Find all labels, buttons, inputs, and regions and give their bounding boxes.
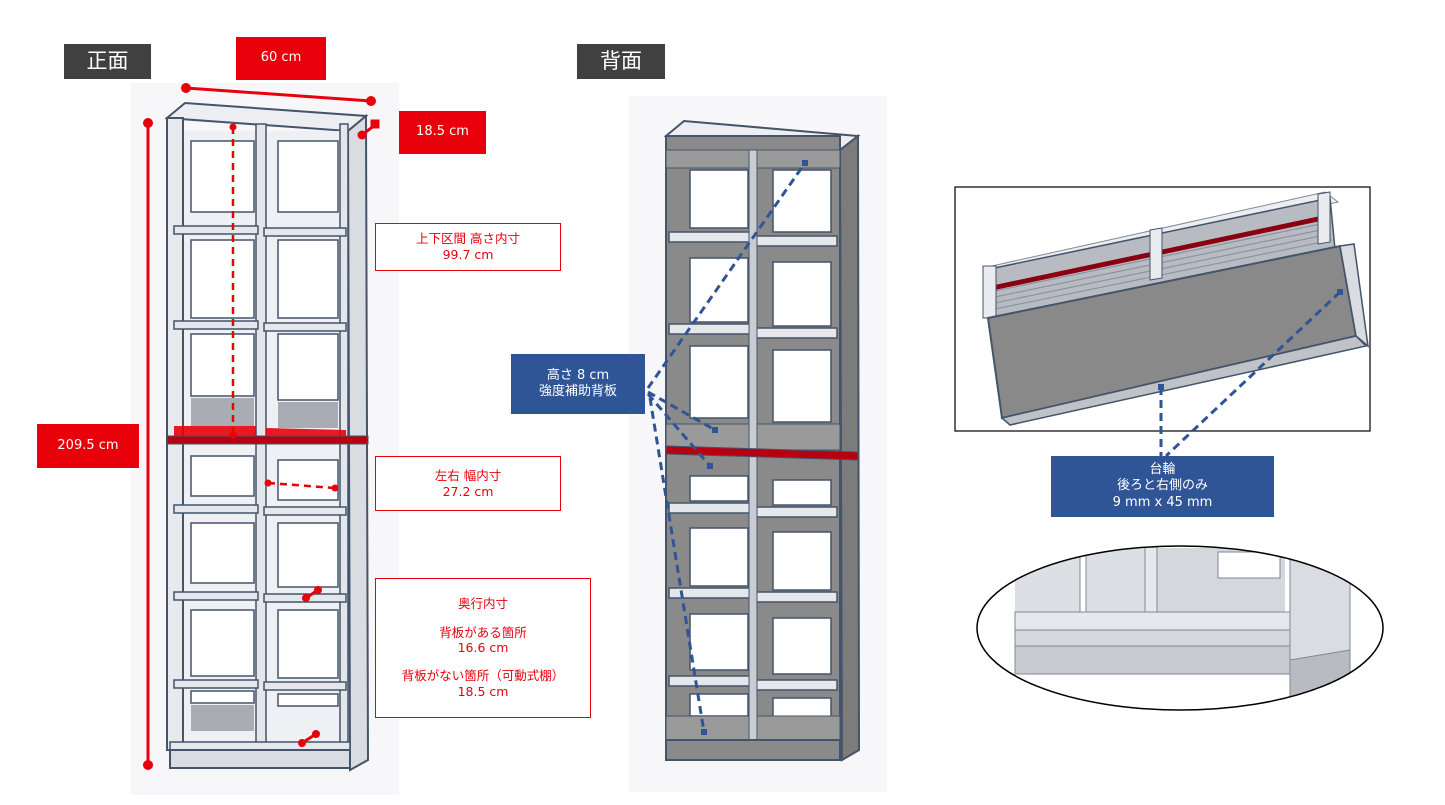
depth-label: 18.5 cm bbox=[399, 111, 486, 154]
inner-depth-title: 奥行内寸 bbox=[457, 596, 508, 612]
inner-height-title: 上下区間 高さ内寸 bbox=[416, 231, 520, 247]
height-label: 209.5 cm bbox=[37, 424, 139, 468]
with-backboard-value: 16.6 cm bbox=[457, 640, 509, 656]
width-label: 60 cm bbox=[236, 37, 326, 80]
inner-width-note: 左右 幅内寸 27.2 cm bbox=[375, 456, 561, 511]
front-title: 正面 bbox=[64, 44, 151, 79]
base-callout: 台輪 後ろと右側のみ 9 mm x 45 mm bbox=[1051, 456, 1274, 517]
back-title: 背面 bbox=[577, 44, 665, 79]
inner-width-value: 27.2 cm bbox=[442, 483, 494, 499]
base-detail bbox=[954, 186, 1371, 458]
backboard-callout: 高さ 8 cm 強度補助背板 bbox=[511, 354, 645, 414]
back-view bbox=[629, 96, 887, 792]
backboard-desc: 強度補助背板 bbox=[538, 384, 617, 399]
front-view bbox=[131, 83, 399, 795]
base-title: 台輪 bbox=[1149, 462, 1176, 478]
without-backboard-label: 背板がない箇所（可動式棚） bbox=[401, 668, 565, 684]
base-size: 9 mm x 45 mm bbox=[1112, 494, 1213, 510]
inner-height-note: 上下区間 高さ内寸 99.7 cm bbox=[375, 223, 561, 271]
with-backboard-label: 背板がある箇所 bbox=[439, 624, 527, 640]
backboard-height: 高さ 8 cm bbox=[546, 367, 610, 383]
inner-height-value: 99.7 cm bbox=[442, 247, 494, 262]
inner-depth-note: 奥行内寸 背板がある箇所 16.6 cm 背板がない箇所（可動式棚） 18.5 … bbox=[375, 578, 591, 718]
base-zoom bbox=[976, 545, 1384, 711]
base-position: 後ろと右側のみ bbox=[1116, 478, 1208, 494]
without-backboard-value: 18.5 cm bbox=[457, 683, 509, 699]
inner-width-title: 左右 幅内寸 bbox=[434, 467, 502, 483]
